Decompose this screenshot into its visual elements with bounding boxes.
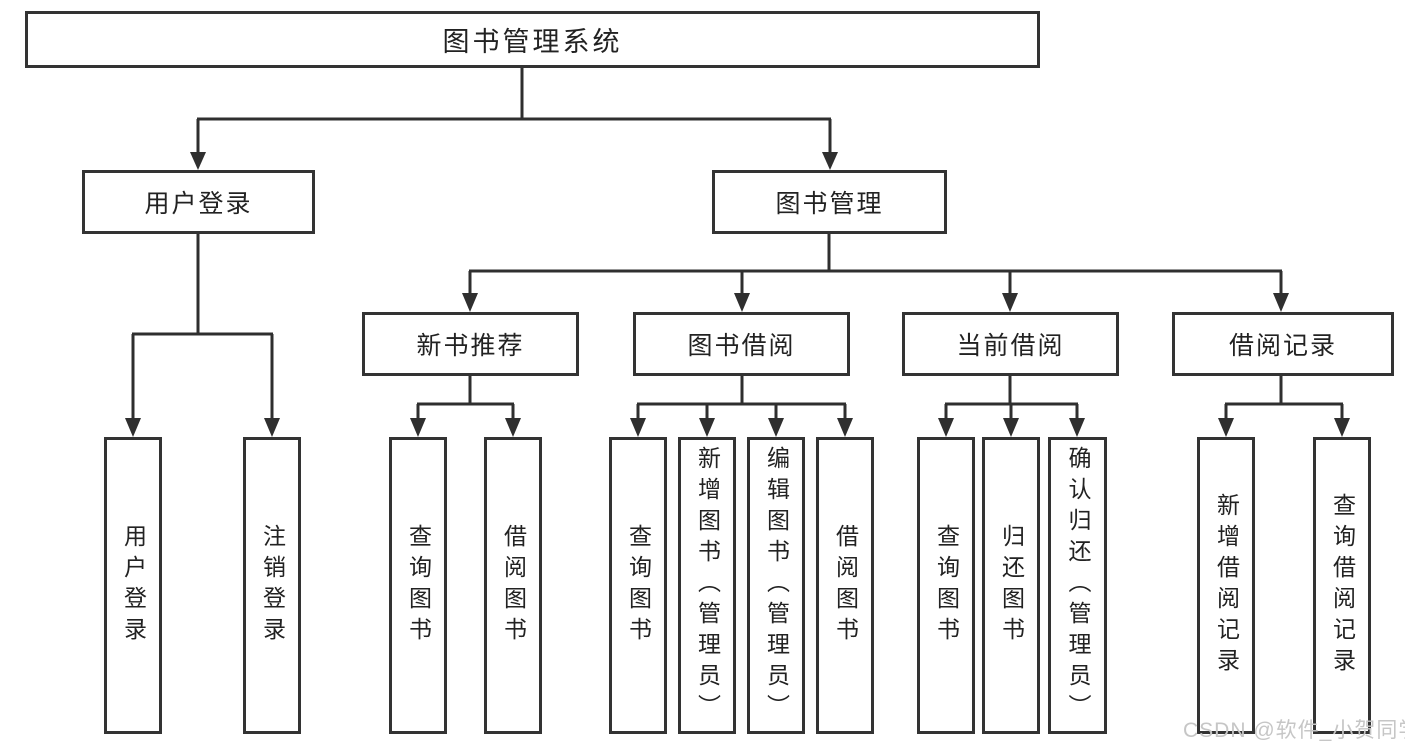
node-book-management-label: 图书管理: [775, 190, 884, 218]
leaf-user-login-label: 用户登录: [120, 523, 147, 648]
leaf-confirm-return-admin: 确认归还（管理员）: [1048, 437, 1107, 734]
node-book-borrow-label: 图书借阅: [687, 332, 796, 360]
node-root-label: 图书管理系统: [442, 27, 623, 57]
leaf-query-books-recommend: 查询图书: [389, 437, 447, 734]
arrow-icon: [938, 418, 954, 437]
leaf-borrow-books-recommend-label: 借阅图书: [500, 523, 527, 648]
arrow-icon: [1069, 418, 1085, 437]
node-book-borrow: 图书借阅: [633, 312, 850, 376]
node-user-login-label: 用户登录: [144, 190, 253, 218]
node-current-borrow-label: 当前借阅: [956, 332, 1065, 360]
arrow-icon: [699, 418, 715, 437]
edge-book-mgmt-to-level3: [468, 234, 1283, 294]
arrow-icon: [1334, 418, 1350, 437]
arrow-icon: [1218, 418, 1234, 437]
arrowheads: [125, 152, 1350, 437]
leaf-add-books-admin-label: 新增图书（管理员）: [694, 446, 721, 725]
leaf-borrow-books: 借阅图书: [816, 437, 874, 734]
leaf-user-login: 用户登录: [104, 437, 162, 734]
node-current-borrow: 当前借阅: [902, 312, 1119, 376]
leaf-add-borrow-record-label: 新增借阅记录: [1213, 492, 1240, 679]
arrow-icon: [1003, 418, 1019, 437]
node-borrow-records-label: 借阅记录: [1228, 332, 1337, 360]
edge-new-book-to-children: [416, 376, 515, 419]
leaf-query-books-current: 查询图书: [917, 437, 975, 734]
leaf-query-borrow-record: 查询借阅记录: [1313, 437, 1371, 734]
arrow-icon: [125, 418, 141, 437]
arrow-icon: [264, 418, 280, 437]
leaf-borrow-books-recommend: 借阅图书: [484, 437, 542, 734]
leaf-query-borrow-record-label: 查询借阅记录: [1329, 492, 1356, 679]
leaf-logout-label: 注销登录: [259, 523, 286, 648]
leaf-edit-books-admin: 编辑图书（管理员）: [747, 437, 805, 734]
arrow-icon: [768, 418, 784, 437]
leaf-query-books-borrow: 查询图书: [609, 437, 667, 734]
arrow-icon: [837, 418, 853, 437]
node-new-book-recommend-label: 新书推荐: [416, 332, 525, 360]
leaf-add-books-admin: 新增图书（管理员）: [678, 437, 736, 734]
arrow-icon: [822, 152, 838, 170]
edge-root-to-level2: [196, 68, 832, 152]
leaf-query-books-borrow-label: 查询图书: [625, 523, 652, 648]
arrow-icon: [1002, 293, 1018, 312]
arrow-icon: [630, 418, 646, 437]
leaf-query-books-current-label: 查询图书: [933, 523, 960, 648]
leaf-edit-books-admin-label: 编辑图书（管理员）: [763, 446, 790, 725]
edge-current-borrow-to-children: [944, 376, 1079, 419]
leaf-add-borrow-record: 新增借阅记录: [1197, 437, 1255, 734]
leaf-logout: 注销登录: [243, 437, 301, 734]
leaf-return-books-label: 归还图书: [998, 523, 1025, 648]
node-user-login: 用户登录: [82, 170, 315, 234]
arrow-icon: [734, 293, 750, 312]
node-new-book-recommend: 新书推荐: [362, 312, 579, 376]
arrow-icon: [505, 418, 521, 437]
arrow-icon: [410, 418, 426, 437]
leaf-confirm-return-admin-label: 确认归还（管理员）: [1065, 446, 1091, 725]
arrow-icon: [462, 293, 478, 312]
node-book-management: 图书管理: [712, 170, 947, 234]
csdn-watermark: CSDN @软件_小贺同学: [1183, 719, 1405, 742]
leaf-query-books-recommend-label: 查询图书: [405, 523, 432, 648]
edge-user-login-to-children: [131, 233, 274, 419]
arrow-icon: [1273, 293, 1289, 312]
edge-borrow-records-to-children: [1224, 376, 1344, 419]
node-borrow-records: 借阅记录: [1172, 312, 1394, 376]
leaf-return-books: 归还图书: [982, 437, 1040, 734]
arrow-icon: [190, 152, 206, 170]
node-root: 图书管理系统: [25, 11, 1040, 68]
edge-book-borrow-to-children: [636, 376, 847, 419]
leaf-borrow-books-label: 借阅图书: [832, 523, 859, 648]
